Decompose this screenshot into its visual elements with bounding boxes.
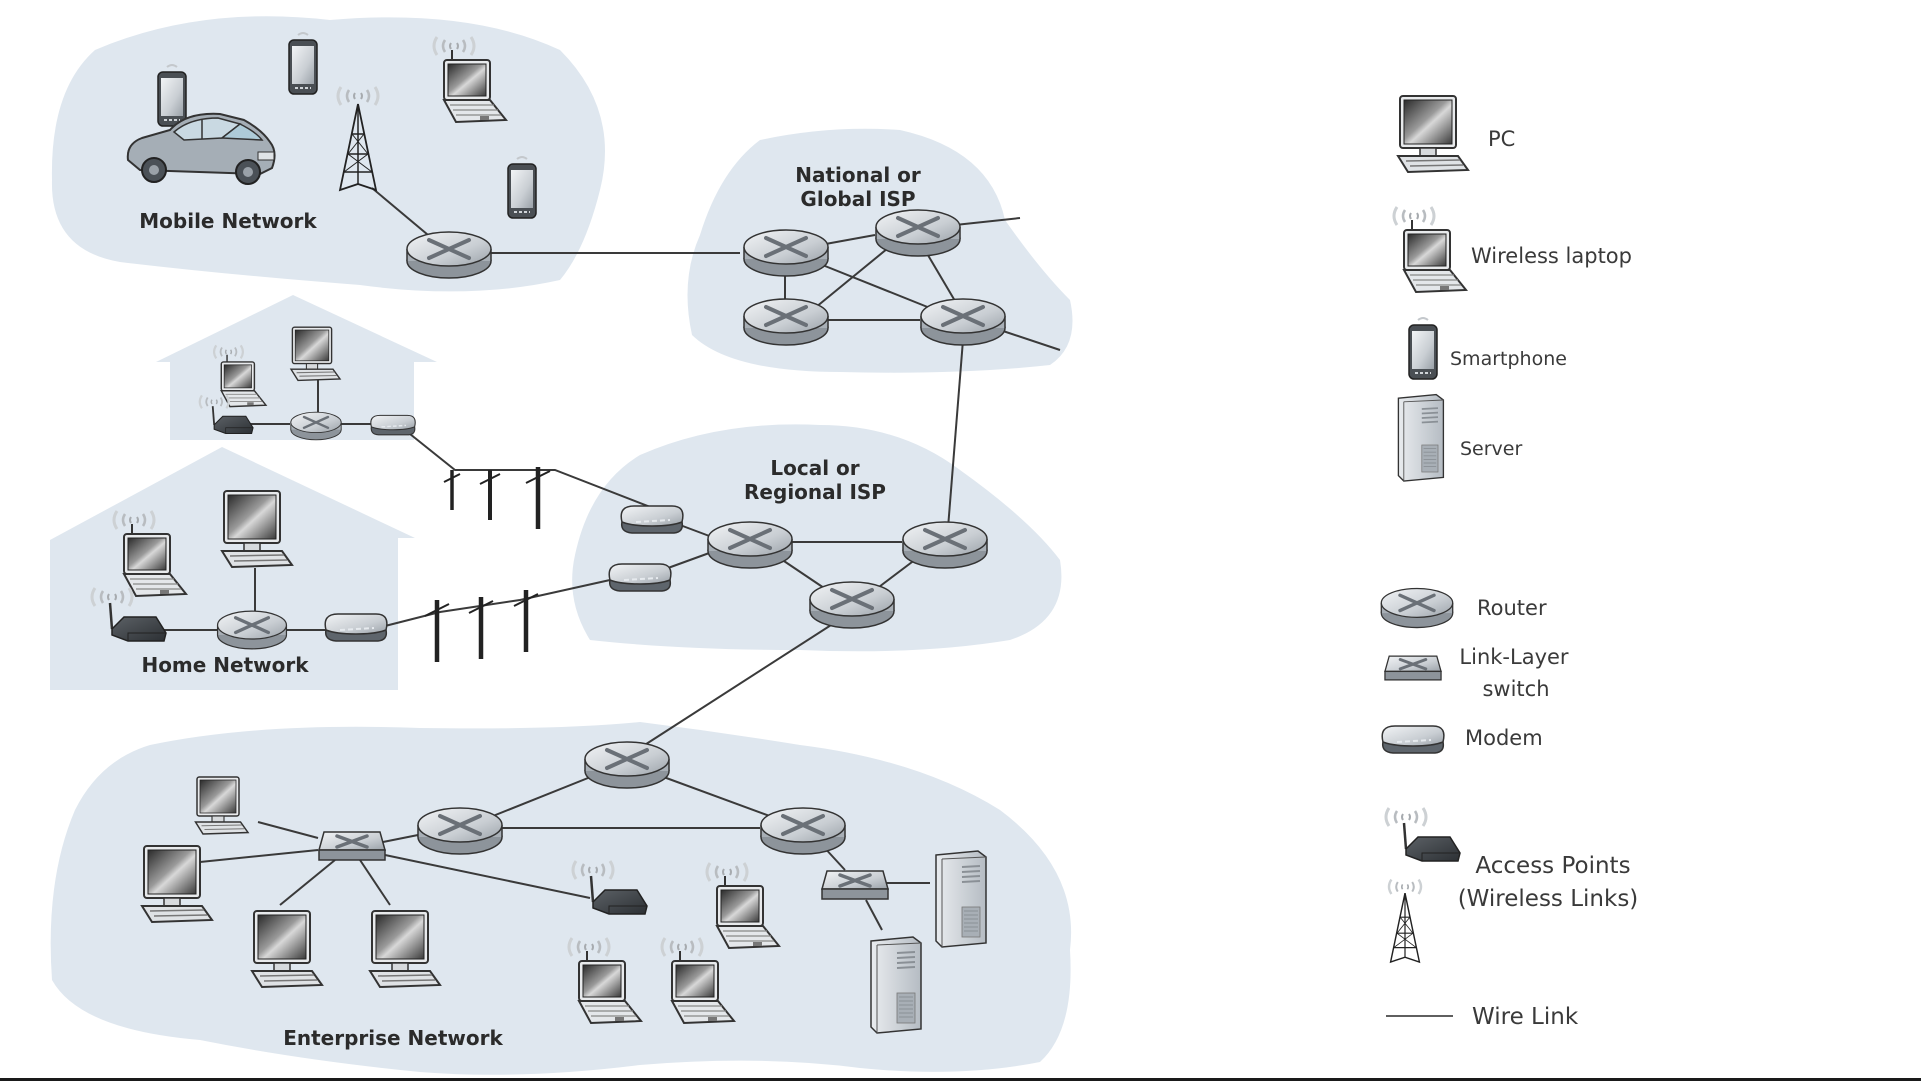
router-icon (418, 808, 502, 854)
home-network-label: Home Network (141, 653, 309, 677)
router-icon (1381, 588, 1452, 627)
router-icon (585, 742, 669, 788)
regional-isp-label-line2: Regional ISP (744, 480, 886, 504)
modem-icon (325, 614, 387, 641)
legend-label-switch-line1: Link-Layer (1459, 645, 1568, 669)
legend-label-smartphone: Smartphone (1450, 348, 1567, 370)
regional-isp-label-line1: Local or (770, 456, 859, 480)
router-icon (744, 299, 828, 345)
legend-item-wire-link: Wire Link (1386, 1004, 1579, 1030)
router-icon (407, 232, 491, 278)
legend-label-access-points-line1: Access Points (1475, 853, 1630, 879)
legend-item-smartphone: Smartphone (1409, 318, 1567, 379)
legend-label-server: Server (1460, 438, 1522, 460)
mobile-network-label: Mobile Network (139, 209, 317, 233)
legend-item-wireless-laptop: Wireless laptop (1394, 207, 1632, 292)
legend-label-router: Router (1477, 596, 1547, 620)
legend-item-switch: Link-Layer switch (1385, 645, 1569, 701)
link-layer-switch-icon (1385, 656, 1441, 680)
legend-item-pc: PC (1398, 96, 1515, 172)
router-icon (708, 522, 792, 568)
modem-icon (1382, 726, 1444, 753)
utility-pole-icon (526, 467, 550, 529)
utility-pole-icon (444, 470, 460, 510)
modem-icon (621, 506, 683, 533)
cell-tower-icon (1389, 880, 1421, 962)
legend-label-modem: Modem (1465, 726, 1543, 750)
legend-item-router: Router (1381, 588, 1547, 627)
access-point-icon (1386, 808, 1460, 861)
legend-label-pc: PC (1488, 127, 1515, 151)
router-icon (744, 230, 828, 276)
enterprise-network-label: Enterprise Network (283, 1026, 503, 1050)
legend-item-modem: Modem (1382, 726, 1542, 753)
legend-label-switch-line2: switch (1482, 677, 1549, 701)
smartphone-icon (508, 157, 536, 218)
utility-pole-icon (425, 600, 449, 662)
router-icon (810, 582, 894, 628)
router-icon (218, 611, 287, 649)
router-icon (903, 522, 987, 568)
smartphone-icon (158, 65, 186, 126)
pc-icon (1398, 96, 1468, 172)
legend-item-access-points: Access Points (Wireless Links) (1386, 808, 1638, 962)
utility-pole-icon (514, 590, 538, 652)
legend-label-wireless-laptop: Wireless laptop (1471, 244, 1632, 268)
smartphone-icon (1409, 318, 1437, 379)
router-icon (921, 299, 1005, 345)
wireless-laptop-icon (1394, 207, 1466, 292)
router-icon (761, 808, 845, 854)
link-layer-switch-icon (319, 832, 385, 860)
utility-pole-icon (480, 470, 500, 520)
modem-icon (371, 415, 415, 434)
legend: PC Wireless laptop Smartphone Server Rou… (1381, 96, 1638, 1030)
legend-label-wire-link: Wire Link (1472, 1004, 1579, 1030)
legend-label-access-points-line2: (Wireless Links) (1458, 886, 1639, 912)
modem-icon (609, 564, 671, 591)
router-icon (876, 210, 960, 256)
legend-item-server: Server (1398, 395, 1522, 481)
link-layer-switch-icon (822, 871, 888, 899)
server-icon (936, 851, 986, 947)
server-icon (871, 937, 921, 1033)
router-icon (291, 412, 341, 440)
national-isp-label-line1: National or (795, 163, 921, 187)
server-icon (1398, 395, 1443, 481)
national-isp-label-line2: Global ISP (800, 187, 915, 211)
smartphone-icon (289, 33, 317, 94)
